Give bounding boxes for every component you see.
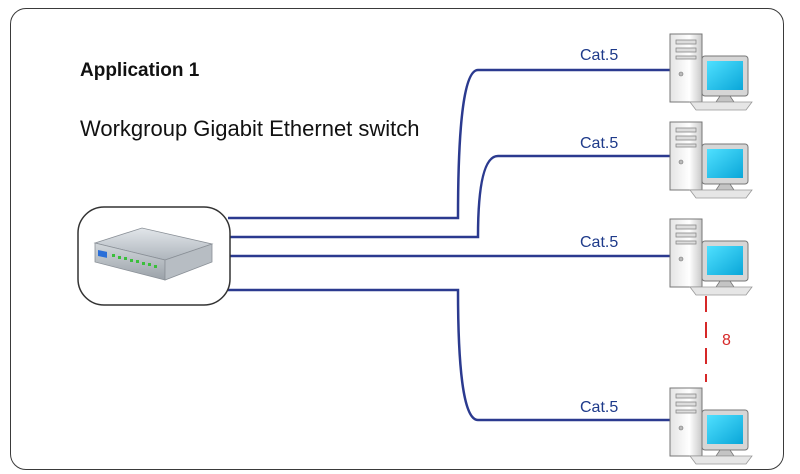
desktop-computer-icon bbox=[669, 121, 753, 199]
cable-label-1: Cat.5 bbox=[580, 47, 618, 64]
diagram-subtitle: Workgroup Gigabit Ethernet switch bbox=[80, 116, 420, 141]
cable-label-4: Cat.5 bbox=[580, 399, 618, 416]
network-switch-icon bbox=[77, 206, 231, 306]
cable-1 bbox=[228, 68, 670, 220]
cable-4 bbox=[228, 288, 670, 422]
desktop-computer-icon bbox=[669, 387, 753, 465]
cable-2 bbox=[228, 154, 670, 239]
cable-group bbox=[228, 68, 670, 422]
diagram-title: Application 1 bbox=[80, 60, 200, 81]
cable-label-2: Cat.5 bbox=[580, 135, 618, 152]
desktop-computer-icon bbox=[669, 218, 753, 296]
desktop-computer-icon bbox=[669, 33, 753, 111]
gap-count-label: 8 bbox=[722, 332, 731, 349]
cable-label-3: Cat.5 bbox=[580, 234, 618, 251]
